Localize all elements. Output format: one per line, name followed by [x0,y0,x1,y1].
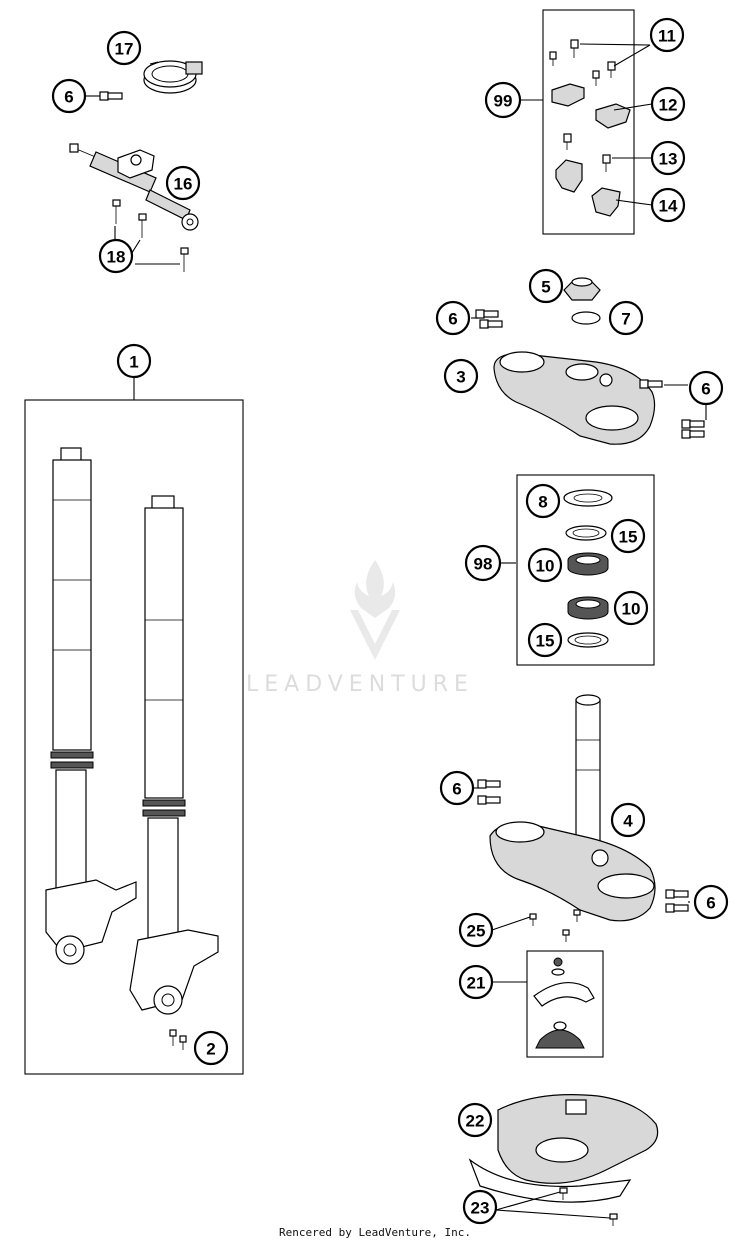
callout-7[interactable]: 7 [608,300,644,336]
fork-leg-right [129,495,219,1015]
callout-23[interactable]: 23 [462,1189,498,1225]
callout-10-bottom[interactable]: 10 [613,590,649,626]
svg-text:1: 1 [129,353,138,372]
clamp-12 [595,103,631,129]
callout-16[interactable]: 16 [165,165,201,201]
callout-2[interactable]: 2 [193,1030,229,1066]
screw-11 [549,39,616,86]
svg-text:6: 6 [64,88,73,107]
bolts-2 [169,1029,187,1050]
svg-text:2: 2 [206,1040,215,1059]
watermark-text: LEADVENTURE [246,672,474,697]
steering-damper-16 [69,143,199,231]
screws-25 [529,909,581,942]
svg-text:25: 25 [467,922,486,941]
svg-text:15: 15 [536,632,555,651]
callout-6-lower-right[interactable]: 6 [693,884,729,920]
svg-text:99: 99 [494,92,513,111]
callout-25[interactable]: 25 [458,912,494,948]
callout-14[interactable]: 14 [650,187,686,223]
bolts-23 [559,1187,618,1226]
callout-10-top[interactable]: 10 [527,547,563,583]
nut-5 [563,277,601,301]
svg-text:10: 10 [622,600,641,619]
svg-text:98: 98 [474,555,493,574]
ring-15-bottom [567,632,609,648]
clamp-part [551,83,585,107]
svg-text:13: 13 [659,150,678,169]
clamp-part [555,159,583,193]
svg-text:6: 6 [452,780,461,799]
callout-21[interactable]: 21 [458,964,494,1000]
callout-98[interactable]: 98 [464,544,502,582]
svg-text:3: 3 [456,368,465,387]
callout-3[interactable]: 3 [443,358,479,394]
callout-15-bottom[interactable]: 15 [527,622,563,658]
bearing-10-bottom [567,596,609,620]
kit-21-box [526,950,604,1058]
svg-text:18: 18 [107,248,126,267]
svg-text:17: 17 [115,40,134,59]
upper-triple-clamp-3 [493,351,656,445]
svg-text:6: 6 [706,894,715,913]
callout-6-upper-right[interactable]: 6 [688,370,724,406]
svg-text:7: 7 [621,310,630,329]
bolt-6-top [99,91,123,101]
svg-text:10: 10 [536,557,555,576]
svg-text:14: 14 [659,197,678,216]
bolts-6-left-top [475,309,503,329]
svg-text:8: 8 [538,493,547,512]
kit-98-box [516,474,655,666]
seal-8 [563,489,613,507]
callout-8[interactable]: 8 [525,483,561,519]
kit-99-box [542,9,635,235]
svg-text:5: 5 [541,278,550,297]
callout-17[interactable]: 17 [106,30,142,66]
lower-triple-clamp-4 [489,694,656,922]
callout-6-top[interactable]: 6 [51,78,87,114]
screw-13 [563,133,611,172]
callout-18[interactable]: 18 [98,238,134,274]
clamp-17 [143,60,203,94]
leadventure-logo-icon [350,560,400,660]
callout-12[interactable]: 12 [650,86,686,122]
skid-plate-22 [468,1094,659,1203]
callout-5[interactable]: 5 [528,268,564,304]
svg-text:23: 23 [471,1199,490,1218]
fork-leg-left [45,447,137,965]
footer-credit: Rencered by LeadVenture, Inc. [278,1226,472,1239]
callout-13[interactable]: 13 [650,140,686,176]
callout-99[interactable]: 99 [484,81,522,119]
leader-lines [86,43,707,1219]
washer-7 [571,311,601,325]
bolts-6-right-bottom [665,889,689,913]
svg-text:15: 15 [619,528,638,547]
clamp-14 [591,187,621,217]
svg-text:6: 6 [448,310,457,329]
bolts-18 [112,199,189,272]
callout-15-top[interactable]: 15 [610,518,646,554]
svg-text:11: 11 [658,27,676,46]
callout-4[interactable]: 4 [610,802,646,838]
bolts-6-right-top [639,379,705,439]
bolts-6-left-bottom [477,779,501,805]
kit-21-parts [533,957,595,1049]
ring-15-top [565,525,607,541]
callout-6-lower-left[interactable]: 6 [439,770,475,806]
svg-text:6: 6 [701,380,710,399]
callout-6-upper-left[interactable]: 6 [435,300,471,336]
svg-text:4: 4 [623,812,633,831]
svg-text:21: 21 [467,974,486,993]
bearing-10-top [567,552,609,576]
svg-text:22: 22 [466,1112,485,1131]
callout-11[interactable]: 11 [649,17,685,53]
callout-22[interactable]: 22 [457,1102,493,1138]
svg-text:16: 16 [174,175,193,194]
svg-text:12: 12 [659,96,678,115]
callout-1[interactable]: 1 [116,343,152,379]
